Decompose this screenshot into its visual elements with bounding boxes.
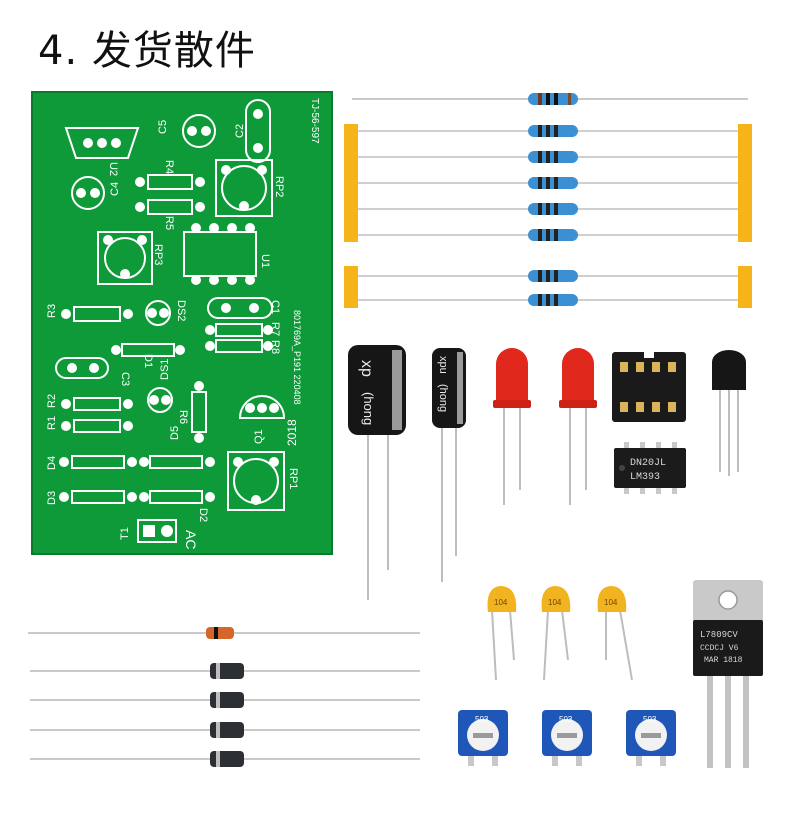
regulator-line3: MAR 1818 bbox=[704, 656, 743, 665]
voltage-regulator: L7809CV CCDCJ V6 MAR 1818 bbox=[693, 580, 763, 768]
to92-transistor bbox=[712, 350, 746, 476]
pcb-label-r2: R2 bbox=[46, 394, 58, 408]
trimpot-1: 503 bbox=[458, 710, 508, 766]
pcb-label-c2: C2 bbox=[234, 124, 246, 138]
trimpot-3-code: 503 bbox=[643, 715, 657, 724]
pcb-label-c1: C1 bbox=[269, 300, 281, 314]
lm393-chip: DN20JL LM393 bbox=[614, 442, 686, 494]
pcb-label-c3: C3 bbox=[119, 372, 131, 386]
pcb-label-r8: R8 bbox=[269, 340, 281, 354]
pcb-board-id: TJ-56-597 bbox=[309, 98, 320, 144]
cap-small-brand: (hong bbox=[437, 384, 449, 412]
ic-socket bbox=[612, 352, 686, 422]
regulator-line2: CCDCJ V6 bbox=[700, 644, 739, 653]
pcb-label-r6: R6 bbox=[177, 410, 189, 424]
trimpot-3: 503 bbox=[626, 710, 676, 766]
pcb-label-r1: R1 bbox=[46, 416, 58, 430]
heading-text: 发货散件 bbox=[91, 28, 256, 74]
regulator-line1: L7809CV bbox=[700, 630, 738, 640]
pcb-label-c5: C5 bbox=[157, 120, 169, 134]
resistor-tape-group-1 bbox=[344, 124, 752, 242]
pcb-label-serial: 801769A_P191 220408 bbox=[292, 310, 302, 405]
cap-small-mark: xpu bbox=[437, 356, 449, 374]
ceramic-cap-2-code: 104 bbox=[548, 598, 562, 607]
pcb-label-d1: D1 bbox=[142, 354, 154, 368]
pcb-label-rp3: RP3 bbox=[152, 244, 164, 265]
pcb-label-t1: T1 bbox=[119, 527, 131, 540]
pcb-label-r3: R3 bbox=[46, 304, 58, 318]
ceramic-cap-3-code: 104 bbox=[604, 598, 618, 607]
pcb-label-r5: R5 bbox=[163, 216, 175, 230]
diode-strip bbox=[28, 627, 420, 767]
electrolytic-capacitor-large: xp (hong bbox=[348, 345, 406, 600]
pcb-label-rp1: RP1 bbox=[287, 468, 299, 489]
resistor-tape-group-2 bbox=[344, 266, 752, 308]
resistor-strip-top bbox=[352, 93, 748, 105]
pcb-label-d4: D4 bbox=[46, 456, 58, 470]
pcb-label-r4: R4 bbox=[163, 160, 175, 174]
pcb-label-ds1: DS1 bbox=[159, 359, 171, 380]
ceramic-capacitor-3: 104 bbox=[597, 586, 633, 681]
cap-large-mark: xp bbox=[358, 360, 375, 377]
ic-line2: LM393 bbox=[630, 472, 660, 483]
trimpot-1-code: 503 bbox=[475, 715, 489, 724]
pcb-label-ac: AC bbox=[183, 530, 199, 549]
pcb-label-u2: U2 bbox=[107, 162, 119, 176]
pcb-label-ds2: DS2 bbox=[175, 300, 187, 321]
red-led-1 bbox=[493, 348, 531, 505]
pcb-label-d3: D3 bbox=[46, 491, 58, 505]
ceramic-cap-1-code: 104 bbox=[494, 598, 508, 607]
trimpot-2-code: 503 bbox=[559, 715, 573, 724]
red-led-2 bbox=[559, 348, 597, 505]
pcb-label-r7: R7 bbox=[269, 322, 281, 336]
pcb-board: TJ-56-597 C5 C2 U2 C4 R4 R5 RP2 RP3 U1 R… bbox=[31, 91, 333, 555]
pcb-label-d5: D5 bbox=[169, 426, 181, 440]
pcb-label-year: 2018 bbox=[285, 419, 299, 446]
cap-large-brand: (hong bbox=[361, 392, 376, 425]
pcb-label-u1: U1 bbox=[259, 254, 271, 268]
pcb-label-d2: D2 bbox=[197, 508, 209, 522]
pcb-label-q1: Q1 bbox=[253, 429, 265, 444]
ceramic-capacitor-1: 104 bbox=[487, 586, 517, 681]
trimpot-2: 503 bbox=[542, 710, 592, 766]
ceramic-capacitor-2: 104 bbox=[541, 586, 571, 681]
heading-number: 4. bbox=[38, 28, 79, 74]
pcb-label-rp2: RP2 bbox=[273, 176, 285, 197]
pcb-label-c4: C4 bbox=[109, 182, 121, 196]
page-title: 4. 发货散件 bbox=[38, 18, 256, 76]
ic-line1: DN20JL bbox=[630, 458, 666, 469]
electrolytic-capacitor-small: xpu (hong bbox=[432, 348, 466, 582]
